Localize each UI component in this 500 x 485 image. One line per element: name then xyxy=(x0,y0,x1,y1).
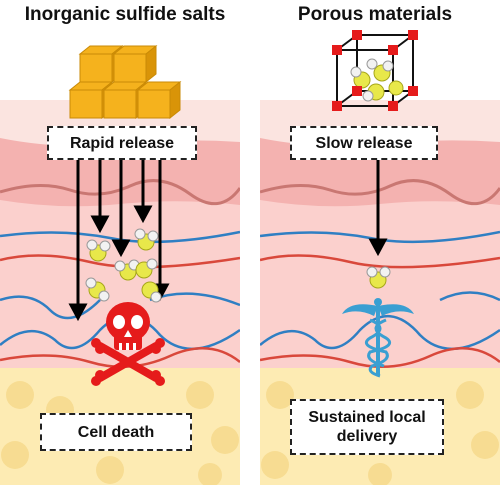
rapid-release-arrows xyxy=(68,160,170,322)
slow-release-arrow xyxy=(368,160,388,257)
left-panel-title: Inorganic sulfide salts xyxy=(24,4,226,25)
rapid-release-label: Rapid release xyxy=(47,126,197,160)
sulfide-cube-stack-icon xyxy=(68,44,182,120)
slow-release-label: Slow release xyxy=(290,126,438,160)
skull-crossbones-icon xyxy=(91,302,165,386)
porous-cage-icon xyxy=(332,30,418,111)
h2s-molecule-right xyxy=(366,266,391,289)
right-panel-title: Porous materials xyxy=(297,4,453,25)
caduceus-icon xyxy=(342,298,414,378)
panel-divider xyxy=(240,0,260,485)
sustained-delivery-label: Sustained local delivery xyxy=(290,399,444,455)
h2s-molecules-left xyxy=(85,228,162,303)
cell-death-label: Cell death xyxy=(40,413,192,451)
